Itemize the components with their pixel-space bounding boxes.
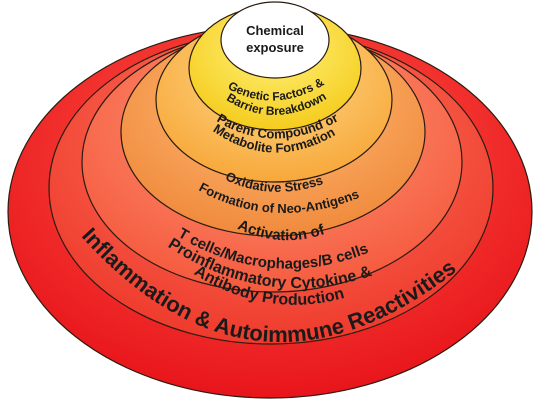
chemical-exposure-line-1: Chemical xyxy=(246,23,304,38)
layer-chemical xyxy=(220,1,330,79)
chemical-exposure-line-2: exposure xyxy=(246,40,304,55)
